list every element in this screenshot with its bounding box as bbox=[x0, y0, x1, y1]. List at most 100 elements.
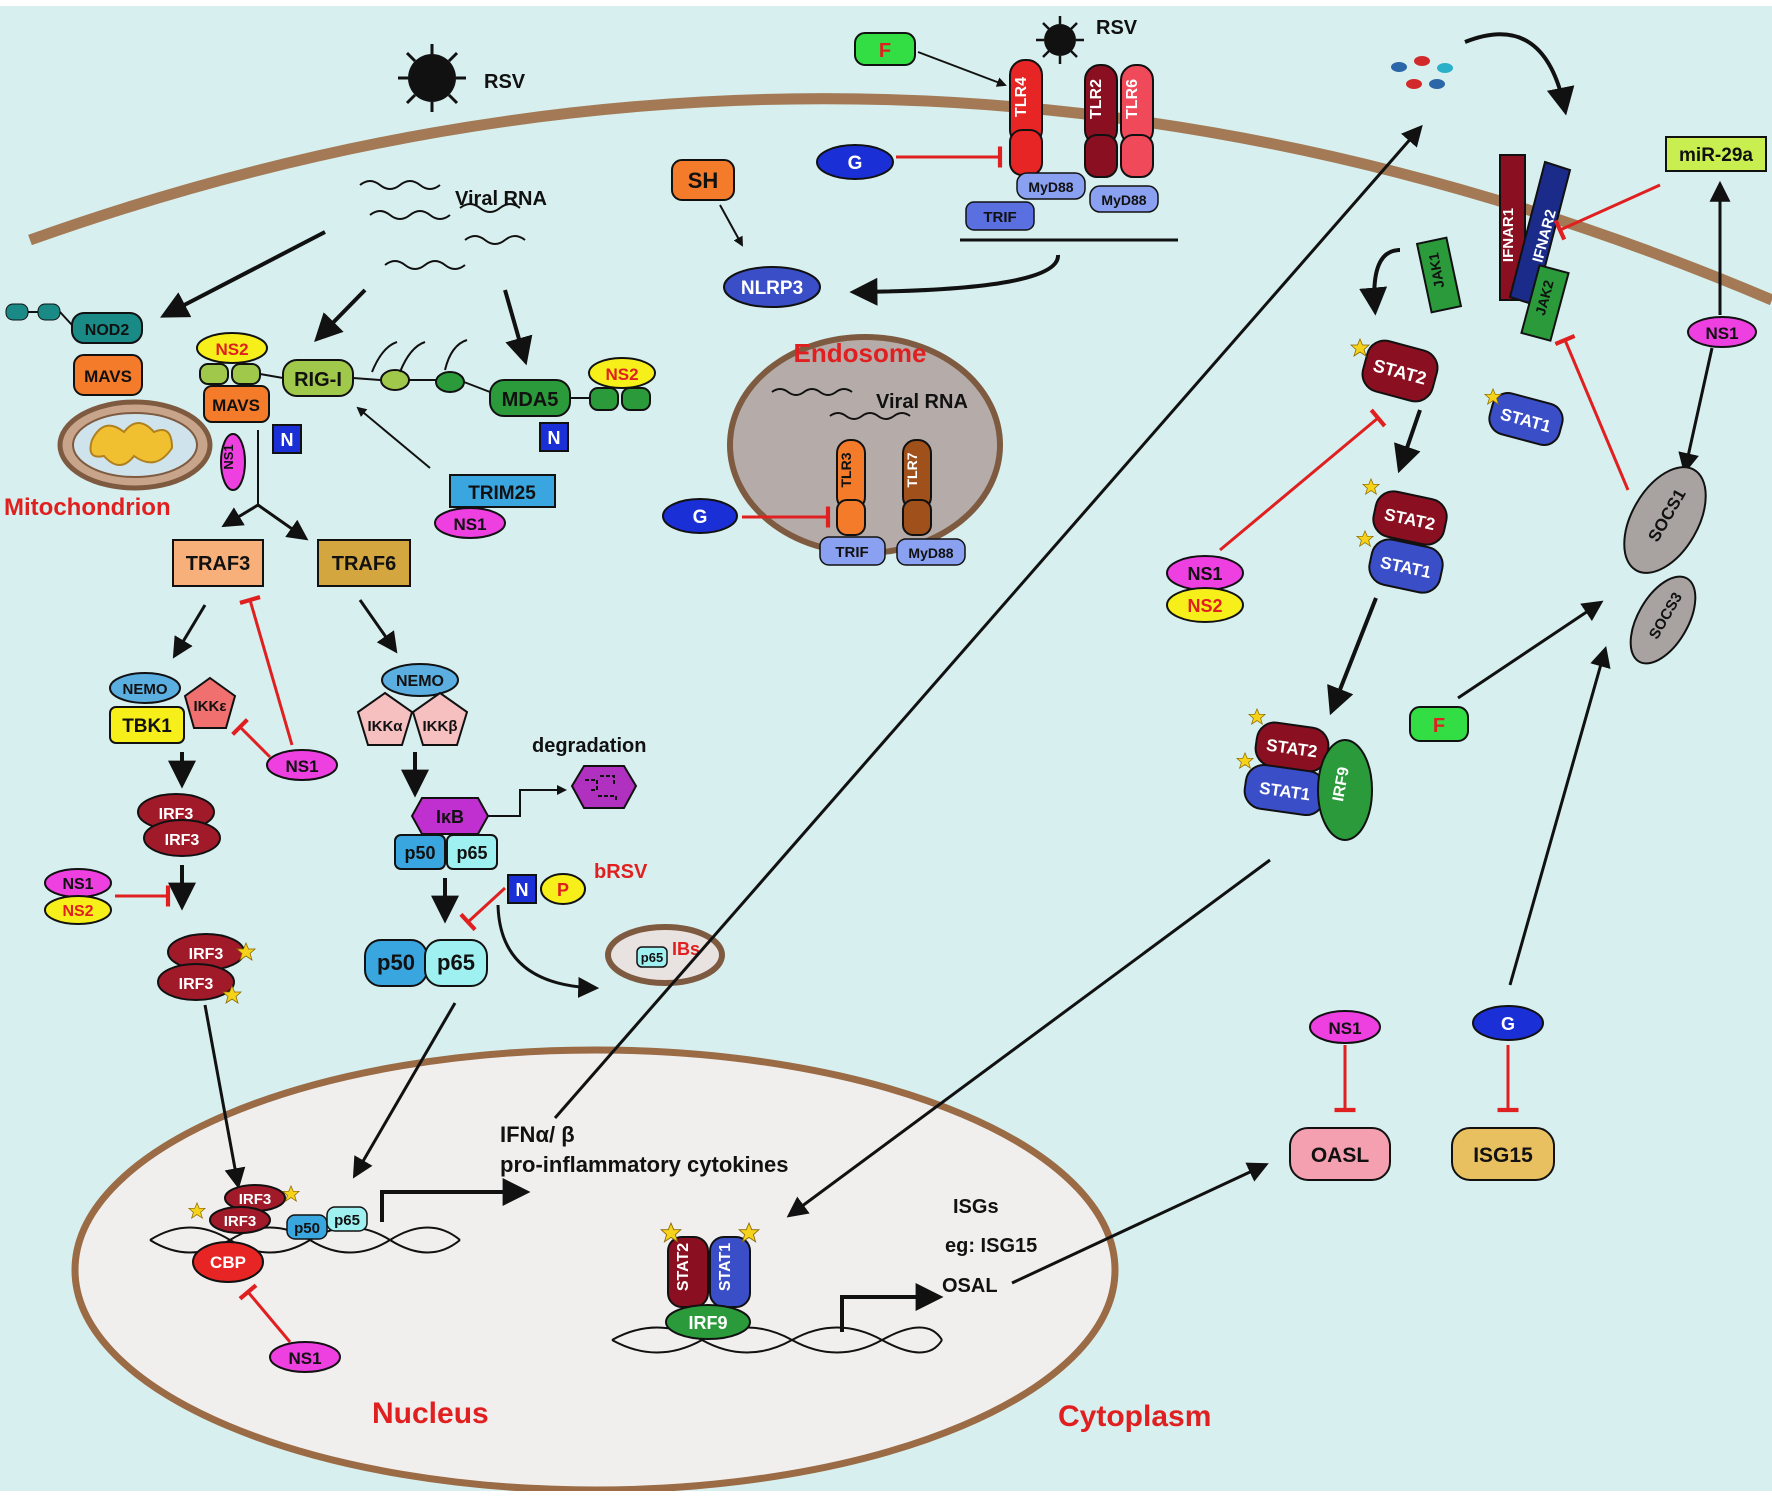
svg-text:IKKβ: IKKβ bbox=[423, 718, 458, 735]
svg-text:STAT2: STAT2 bbox=[675, 1243, 692, 1291]
f-protein-top: F bbox=[854, 32, 916, 66]
tlr3: TLR3 bbox=[836, 439, 866, 536]
irf3-phosphorylated: IRF3 IRF3 bbox=[157, 933, 256, 1004]
svg-text:NS1: NS1 bbox=[453, 515, 486, 534]
cytoplasm-label: Cytoplasm bbox=[1058, 1400, 1211, 1433]
tbk1: TBK1 bbox=[109, 706, 185, 744]
cytokine-dots-icon bbox=[1391, 56, 1453, 89]
svg-text:NS2: NS2 bbox=[62, 903, 93, 920]
mda5: MDA5 bbox=[489, 379, 571, 417]
rsv-label-top: RSV bbox=[1096, 17, 1138, 39]
svg-text:MyD88: MyD88 bbox=[908, 545, 953, 561]
ns1-mavs: NS1 bbox=[220, 433, 246, 491]
socs1: SOCS1 bbox=[1623, 466, 1707, 574]
svg-text:OASL: OASL bbox=[1311, 1144, 1370, 1167]
svg-text:RIG-I: RIG-I bbox=[294, 369, 342, 391]
p50-p65-cytoplasm: p50 p65 bbox=[394, 834, 498, 870]
p65-in-ibs: p65 bbox=[636, 946, 668, 968]
p50-p65-active: p50 p65 bbox=[364, 939, 488, 987]
endosome-label: Endosome bbox=[794, 338, 927, 368]
ibs-label: IBs bbox=[672, 939, 700, 959]
ikk-beta: IKKβ bbox=[411, 691, 469, 746]
svg-text:TLR3: TLR3 bbox=[838, 452, 854, 487]
svg-text:p65: p65 bbox=[641, 950, 663, 965]
svg-text:G: G bbox=[693, 507, 708, 528]
svg-text:TRIF: TRIF bbox=[835, 544, 868, 561]
nemo-ikk: NEMO bbox=[381, 663, 459, 697]
ifn-label: IFNα/ β bbox=[500, 1122, 575, 1147]
ns1-ns2-irf3: NS1 NS2 bbox=[44, 868, 112, 925]
svg-text:NS1: NS1 bbox=[62, 876, 93, 893]
n-protein-rig-i: N bbox=[272, 424, 302, 454]
svg-text:IKKα: IKKα bbox=[367, 718, 403, 735]
ikb: IκB bbox=[410, 797, 490, 835]
svg-text:p50: p50 bbox=[377, 950, 415, 975]
svg-text:IKKε: IKKε bbox=[194, 698, 227, 715]
n-p-complex: N P bbox=[507, 873, 586, 905]
svg-text:NS2: NS2 bbox=[605, 365, 638, 384]
svg-text:NOD2: NOD2 bbox=[85, 322, 130, 339]
tlr7: TLR7 bbox=[902, 439, 932, 536]
svg-text:NEMO: NEMO bbox=[396, 673, 444, 690]
svg-text:N: N bbox=[548, 428, 561, 448]
svg-text:N: N bbox=[281, 430, 294, 450]
nemo-tbk1: NEMO bbox=[109, 672, 181, 704]
svg-text:TLR2: TLR2 bbox=[1088, 79, 1105, 119]
svg-text:IRF3: IRF3 bbox=[179, 976, 214, 993]
brsv-label: bRSV bbox=[594, 861, 648, 883]
mavs-rig-i: MAVS bbox=[203, 385, 270, 423]
svg-text:MyD88: MyD88 bbox=[1101, 192, 1146, 208]
stat-irf9-nucleus: STAT2 STAT1 IRF9 bbox=[660, 1222, 760, 1340]
rsv-label-left: RSV bbox=[484, 71, 526, 93]
isg15: ISG15 bbox=[1451, 1127, 1555, 1181]
cytokines-label: pro-inflammatory cytokines bbox=[500, 1152, 789, 1177]
isgf3-complex: STAT2 STAT1 IRF9 bbox=[1236, 708, 1373, 841]
viral-rna-strands bbox=[359, 180, 526, 270]
traf6: TRAF6 bbox=[317, 539, 411, 587]
svg-text:NEMO: NEMO bbox=[123, 681, 168, 698]
g-protein-tlr3: G bbox=[662, 498, 738, 534]
trif-tlr3: TRIF bbox=[819, 536, 886, 566]
svg-text:TBK1: TBK1 bbox=[122, 716, 172, 737]
n-protein-mda5: N bbox=[539, 422, 569, 452]
ns1-trim25: NS1 bbox=[434, 507, 506, 539]
ns1-ns2-stat2: NS1 NS2 bbox=[1166, 555, 1244, 623]
stat2-phospho: STAT2 bbox=[1350, 338, 1439, 403]
endosome-viral-rna-label: Viral RNA bbox=[876, 391, 968, 413]
svg-text:SH: SH bbox=[688, 168, 719, 193]
svg-text:IRF9: IRF9 bbox=[1330, 766, 1353, 803]
svg-text:IRF3: IRF3 bbox=[189, 946, 224, 963]
jak2: JAK2 bbox=[1520, 264, 1570, 342]
mavs-nod2: MAVS bbox=[73, 354, 143, 396]
svg-text:NS1: NS1 bbox=[1187, 564, 1222, 584]
svg-text:IRF3: IRF3 bbox=[224, 1213, 257, 1230]
svg-text:TLR7: TLR7 bbox=[904, 452, 920, 487]
endosome-viral-rna bbox=[771, 388, 911, 420]
viral-rna-label: Viral RNA bbox=[455, 188, 547, 210]
svg-text:p50: p50 bbox=[294, 1220, 320, 1237]
svg-text:MAVS: MAVS bbox=[84, 367, 132, 386]
p50-p65-nucleus: p50 p65 bbox=[286, 1206, 368, 1240]
svg-text:IRF3: IRF3 bbox=[239, 1191, 272, 1208]
ikk-epsilon: IKKε bbox=[183, 676, 237, 729]
svg-text:TRAF3: TRAF3 bbox=[186, 553, 250, 575]
mitochondrion bbox=[57, 399, 213, 491]
nucleus-label: Nucleus bbox=[372, 1397, 489, 1430]
svg-text:NS1: NS1 bbox=[288, 1349, 321, 1368]
svg-text:IRF9: IRF9 bbox=[688, 1313, 727, 1333]
tlr2: TLR2 bbox=[1084, 64, 1118, 178]
tlr6: TLR6 bbox=[1120, 64, 1154, 178]
svg-text:F: F bbox=[879, 40, 891, 62]
myd88-tlr2: MyD88 bbox=[1089, 185, 1159, 213]
svg-text:NS1: NS1 bbox=[1705, 324, 1738, 343]
svg-text:TRIF: TRIF bbox=[983, 209, 1016, 226]
ikk-alpha: IKKα bbox=[356, 691, 414, 746]
irf3-dimer: IRF3 IRF3 bbox=[137, 793, 221, 857]
f-protein-socs: F bbox=[1409, 706, 1469, 742]
svg-text:N: N bbox=[516, 880, 529, 900]
ns2-mda5: NS2 bbox=[588, 357, 656, 389]
jak1: JAK1 bbox=[1415, 236, 1463, 314]
svg-text:p65: p65 bbox=[334, 1212, 360, 1229]
ns1-mir29a: NS1 bbox=[1687, 316, 1757, 348]
